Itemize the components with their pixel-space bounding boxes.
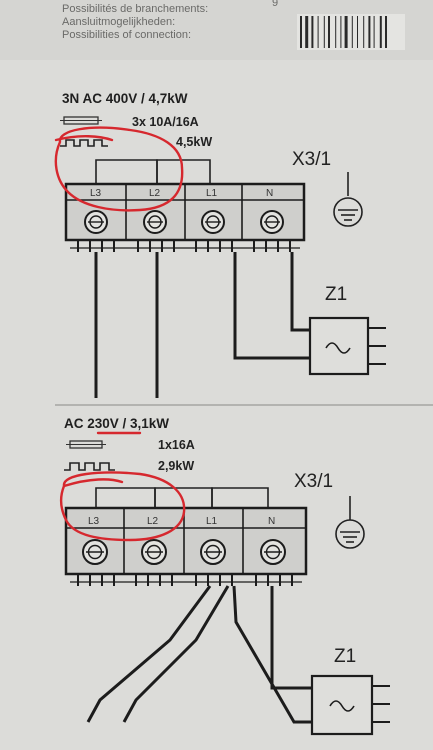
terminal-screw-icon bbox=[260, 539, 286, 565]
terminal-l2-label: L2 bbox=[147, 516, 159, 527]
terminal-n-label: N bbox=[266, 188, 273, 199]
terminal-block: L3 L2 L1 N bbox=[64, 182, 306, 252]
header-code: 9 bbox=[272, 0, 278, 9]
header-line-en: Possibilities of connection: bbox=[62, 29, 191, 41]
terminal-block-id: X3/1 bbox=[294, 471, 333, 492]
spec-power: 4,5kW bbox=[176, 135, 212, 149]
jumper-l2-l1 bbox=[156, 159, 211, 186]
spec-power: 2,9kW bbox=[158, 459, 194, 473]
terminal-screw-icon bbox=[82, 539, 108, 565]
header-line-fr: Possibilités de branchements: bbox=[62, 3, 208, 15]
section-ac-230v: AC 230V / 3,1kW 1x16A 2,9kW X3/1 bbox=[60, 416, 390, 736]
terminal-l2-label: L2 bbox=[149, 188, 161, 199]
jumper-l1-n bbox=[211, 487, 269, 510]
barcode bbox=[297, 14, 405, 50]
ground-icon bbox=[335, 496, 365, 549]
section-3n-ac-400v: 3N AC 400V / 4,7kW 3x 10A/16A 4,5kW X3/1 bbox=[54, 91, 386, 398]
wire-n-to-z1 bbox=[290, 252, 310, 332]
spec-fuse: 1x16A bbox=[158, 438, 195, 452]
heating-element-symbol bbox=[64, 462, 115, 471]
terminal-screw-icon bbox=[143, 210, 167, 234]
terminal-screw-icon bbox=[141, 539, 167, 565]
wire-l1-to-z1 bbox=[233, 252, 310, 360]
terminal-screw-icon bbox=[84, 210, 108, 234]
wire-l1-to-z1 bbox=[232, 585, 312, 724]
wire-l-bridged-2 bbox=[122, 585, 230, 723]
fuse-symbol bbox=[66, 440, 106, 449]
component-id: Z1 bbox=[334, 646, 356, 667]
terminal-l1-label: L1 bbox=[206, 516, 218, 527]
spec-main: AC 230V / 3,1kW bbox=[64, 416, 169, 431]
z1-filter-icon bbox=[310, 674, 390, 736]
terminal-block-id: X3/1 bbox=[292, 149, 331, 170]
fuse-symbol bbox=[60, 116, 102, 125]
header-line-nl: Aansluitmogelijkheden: bbox=[62, 16, 175, 28]
terminal-screw-icon bbox=[201, 210, 225, 234]
component-id: Z1 bbox=[325, 284, 347, 305]
wire-n-to-z1 bbox=[270, 586, 312, 690]
terminal-screw-icon bbox=[260, 210, 284, 234]
terminal-l3-label: L3 bbox=[88, 516, 100, 527]
terminal-screw-icon bbox=[200, 539, 226, 565]
terminal-l1-label: L1 bbox=[206, 188, 218, 199]
wire-l-bridged bbox=[86, 585, 212, 723]
terminal-l3-label: L3 bbox=[90, 188, 102, 199]
red-annotation-circle bbox=[54, 126, 184, 212]
heating-element-symbol bbox=[60, 139, 108, 147]
ground-icon bbox=[333, 172, 363, 227]
terminal-block: L3 L2 L1 N bbox=[64, 506, 308, 586]
spec-fuse: 3x 10A/16A bbox=[132, 115, 199, 129]
spec-main: 3N AC 400V / 4,7kW bbox=[62, 91, 188, 106]
terminal-n-label: N bbox=[268, 516, 275, 527]
red-annotation-circle bbox=[60, 471, 186, 542]
z1-filter-icon bbox=[308, 316, 386, 376]
